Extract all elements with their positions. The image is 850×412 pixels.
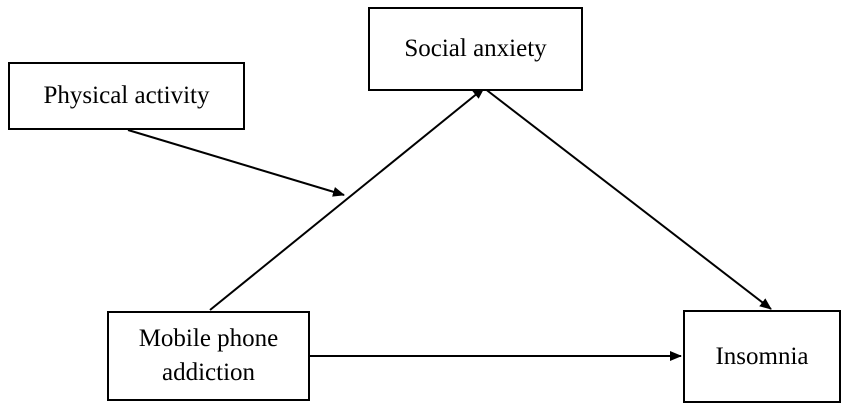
insomnia-label: Insomnia xyxy=(715,342,809,370)
social-anxiety-box: Social anxiety xyxy=(368,7,583,91)
insomnia-box: Insomnia xyxy=(683,310,841,403)
physical-activity-label: Physical activity xyxy=(43,82,210,109)
mobile-phone-addiction-label: Mobile phone addiction xyxy=(138,325,279,386)
social-anxiety-label: Social anxiety xyxy=(404,35,547,62)
arrow-social-to-insomnia xyxy=(483,87,772,310)
arrow-mobile-to-social xyxy=(209,87,485,311)
physical-activity-box: Physical activity xyxy=(8,62,245,130)
mobile-phone-addiction-box: Mobile phone addiction xyxy=(107,311,310,401)
arrow-physical-to-path xyxy=(127,129,345,197)
